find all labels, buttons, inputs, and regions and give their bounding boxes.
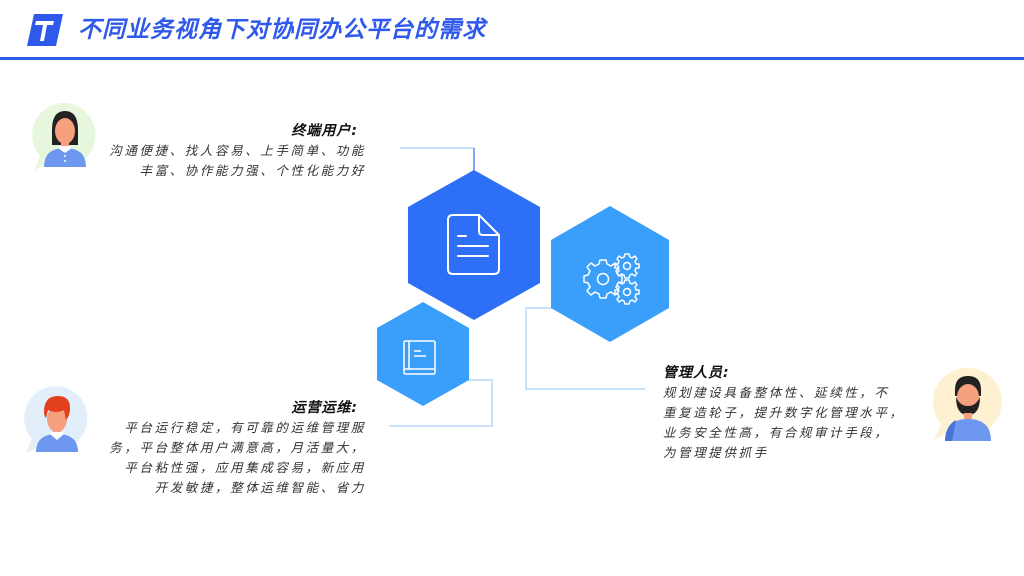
operations-line: 平台粘性强，应用集成容易，新应用 xyxy=(124,460,366,475)
operations-line: 务，平台整体用户满意高，月活量大， xyxy=(109,440,366,455)
woman-avatar-icon xyxy=(32,103,96,170)
hexagon-gears xyxy=(551,206,669,342)
header-divider xyxy=(0,57,1024,60)
end-user-line: 丰富、协作能力强、个性化能力好 xyxy=(139,163,366,178)
operations-heading: 运营运维: xyxy=(291,400,358,416)
red-hair-man-avatar-icon xyxy=(24,386,88,453)
connector-management xyxy=(525,307,645,390)
hexagon-book xyxy=(377,302,469,406)
end-user-line: 沟通便捷、找人容易、上手简单、功能 xyxy=(109,143,366,158)
connector-operations xyxy=(389,379,493,427)
page-title: 不同业务视角下对协同办公平台的需求 xyxy=(78,17,486,43)
management-line: 为管理提供抓手 xyxy=(663,445,769,460)
header-bar: 不同业务视角下对协同办公平台的需求 xyxy=(0,0,1024,60)
end-user-heading: 终端用户: xyxy=(291,123,358,139)
end-user-text: 终端用户: 沟通便捷、找人容易、上手简单、功能 丰富、协作能力强、个性化能力好 xyxy=(109,121,366,181)
connector-end-user xyxy=(400,147,475,171)
arrow-up-logo-icon xyxy=(27,14,63,46)
bearded-man-avatar-icon xyxy=(932,367,1002,441)
management-line: 业务安全性高，有合规审计手段， xyxy=(663,425,890,440)
management-line: 重复造轮子，提升数字化管理水平， xyxy=(663,405,905,420)
operations-line: 开发敏捷，整体运维智能、省力 xyxy=(154,480,366,495)
management-line: 规划建设具备整体性、延续性，不 xyxy=(663,385,890,400)
document-icon xyxy=(447,214,500,275)
operations-text: 运营运维: 平台运行稳定，有可靠的运维管理服 务，平台整体用户满意高，月活量大，… xyxy=(109,398,366,498)
hexagon-document xyxy=(408,170,540,320)
gears-icon xyxy=(583,253,640,305)
management-text: 管理人员: 规划建设具备整体性、延续性，不 重复造轮子，提升数字化管理水平， 业… xyxy=(663,363,905,463)
management-heading: 管理人员: xyxy=(663,365,730,381)
book-icon xyxy=(403,340,436,375)
operations-line: 平台运行稳定，有可靠的运维管理服 xyxy=(124,420,366,435)
